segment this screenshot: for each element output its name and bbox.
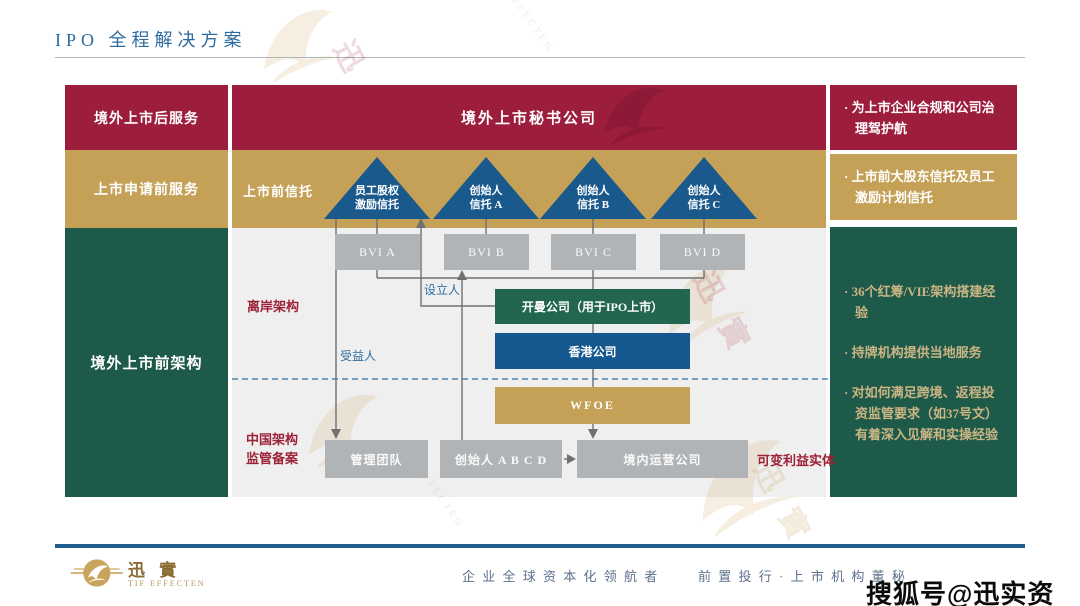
benefit-item: · 持牌机构提供当地服务 [844, 345, 982, 360]
china-structure-line1: 中国架构 [246, 432, 299, 447]
trust-line2: 信托 A [469, 199, 503, 211]
domestic-opco-box: 境内运营公司 [577, 440, 748, 478]
trust-line2: 激励信托 [355, 199, 399, 211]
offshore-structure-label: 离岸架构 [247, 299, 300, 314]
founders-box: 创始人 A B C D [440, 440, 562, 478]
benefit-text: · 上市前大股东信托及员工激励计划信托 [844, 169, 995, 205]
china-structure-label: 中国架构 监管备案 [246, 430, 298, 468]
stage-label-structure: 境外上市前架构 [90, 356, 203, 372]
company-logo-icon [70, 559, 123, 587]
benefit-structure-list: · 36个红筹/VIE架构搭建经验 · 持牌机构提供当地服务 · 对如何满足跨境… [830, 227, 1017, 497]
stage-pre-application-block [65, 150, 228, 228]
bvi-c-box: BVI C [551, 234, 636, 270]
cayman-box: 开曼公司（用于IPO上市） [495, 289, 690, 324]
footer-tagline: 前 置 投 行 · 上 市 机 构 董 秘 [698, 569, 907, 584]
trust-line2: 信托 B [576, 199, 610, 211]
secretary-band-label: 境外上市秘书公司 [460, 111, 597, 127]
sohu-watermark: 搜狐号@迅实资本 [866, 579, 1055, 606]
benefit-structure-block [830, 227, 1017, 497]
footer-divider [55, 544, 1025, 548]
wfoe-box: WFOE [495, 387, 690, 424]
beneficiary-label: 受益人 [340, 349, 377, 363]
benefit-post-listing-block [830, 85, 1017, 150]
trust-line1: 创始人 [576, 185, 610, 197]
benefit-pre-application-block [830, 154, 1017, 220]
settlor-label: 设立人 [424, 283, 461, 297]
stage-label-pre-application: 上市申请前服务 [94, 183, 199, 198]
stage-post-listing-block [65, 85, 228, 150]
footer-slogan: 企 业 全 球 资 本 化 领 航 者 [462, 569, 660, 584]
company-logo-subtitle: TIF EFFECTEN [128, 579, 206, 588]
benefit-post-listing: · 为上市企业合规和公司治理驾护航 [830, 85, 1017, 150]
trust-line1: 创始人 [469, 185, 503, 197]
company-logo-name: 迅 實 [128, 561, 182, 580]
secretary-band [232, 85, 826, 150]
benefit-item: · 对如何满足跨境、返程投资监管要求（如37号文）有着深入见解和实操经验 [844, 385, 999, 442]
bvi-d-box: BVI D [660, 234, 745, 270]
vie-label: 可变利益实体 [757, 453, 836, 468]
text-watermark-en: TIF EFFECTEN [487, 0, 556, 55]
benefit-pre-application: · 上市前大股东信托及员工激励计划信托 [830, 154, 1017, 220]
title-divider [55, 57, 1025, 58]
stage-structure-block [65, 228, 228, 497]
bvi-a-box: BVI A [335, 234, 420, 270]
benefit-item: · 36个红筹/VIE架构搭建经验 [844, 284, 996, 320]
hongkong-box: 香港公司 [495, 333, 690, 369]
trust-band-label: 上市前信托 [243, 184, 314, 199]
china-structure-line2: 监管备案 [246, 451, 299, 466]
offshore-onshore-divider [232, 378, 828, 380]
bvi-b-box: BVI B [444, 234, 529, 270]
trust-line2: 信托 C [687, 199, 721, 211]
benefit-text: · 为上市企业合规和公司治理驾护航 [844, 99, 995, 136]
trust-line1: 员工股权 [355, 185, 399, 197]
stage-label-post-listing: 境外上市后服务 [94, 111, 199, 127]
management-team-box: 管理团队 [325, 440, 428, 478]
trust-line1: 创始人 [687, 185, 721, 197]
page-title: IPO 全程解决方案 [55, 30, 247, 50]
